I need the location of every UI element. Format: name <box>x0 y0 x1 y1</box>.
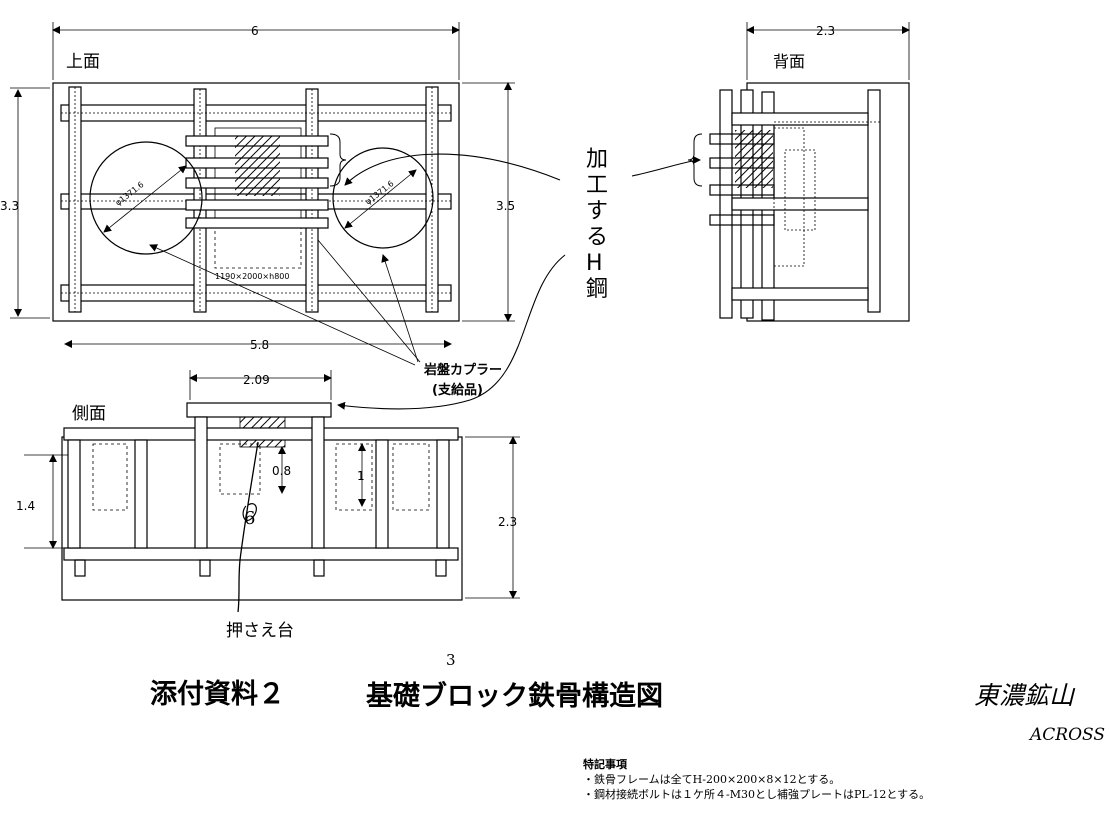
h-steel-char-5: H <box>586 251 603 276</box>
signature-line2: ACROSS <box>1028 725 1105 745</box>
back-view-label: 背面 <box>773 52 805 71</box>
side-view-label: 側面 <box>72 404 106 424</box>
top-view <box>10 22 515 366</box>
press-stand-label: 押さえ台 <box>226 621 294 641</box>
h-steel-char-1: 加 <box>586 147 608 172</box>
h-steel-char-4: る <box>586 225 608 250</box>
side-dim-right: 2.3 <box>498 515 517 529</box>
h-steel-char-3: す <box>586 199 608 224</box>
side-view <box>24 153 701 613</box>
back-dim-width: 2.3 <box>816 24 835 38</box>
side-dim-left: 1.4 <box>16 499 35 513</box>
h-steel-callout: 加 工 す る H 鋼 <box>586 147 608 302</box>
side-dim-top: 2.09 <box>243 373 270 387</box>
top-dim-width: 6 <box>251 24 259 38</box>
coupler-note: (支給品) <box>432 382 483 398</box>
side-dim-inner-2: 1 <box>357 469 365 483</box>
top-dim-inner-width: 5.8 <box>250 338 269 352</box>
box-dims-label: 1190×2000×h800 <box>215 272 289 281</box>
back-view <box>687 22 910 322</box>
notes-item-2: ・鋼材接続ボルトは１ケ所４-M30とし補強プレートはPL-12とする。 <box>583 788 931 801</box>
signature-line1: 東濃鉱山 <box>974 681 1076 710</box>
drawing-title: 基礎ブロック鉄骨構造図 <box>366 681 663 712</box>
notes-heading: 特記事項 <box>583 758 627 771</box>
special-notes: 特記事項 ・鉄骨フレームは全てH-200×200×8×12とする。 ・鋼材接続ボ… <box>583 757 930 802</box>
notes-item-1: ・鉄骨フレームは全てH-200×200×8×12とする。 <box>583 773 841 786</box>
top-dim-height-right: 3.5 <box>496 199 515 213</box>
h-steel-char-2: 工 <box>586 173 608 198</box>
top-view-label: 上面 <box>66 52 100 72</box>
h-steel-char-6: 鋼 <box>586 277 608 302</box>
coupler-label: 岩盤カプラー <box>423 362 502 378</box>
side-dim-inner-1: 0.8 <box>272 464 291 478</box>
attachment-title: 添付資料２ <box>150 679 285 710</box>
mark-6: 6 <box>244 508 255 529</box>
top-dim-height-left: 3.3 <box>0 199 19 213</box>
page-mark: 3 <box>446 651 456 669</box>
